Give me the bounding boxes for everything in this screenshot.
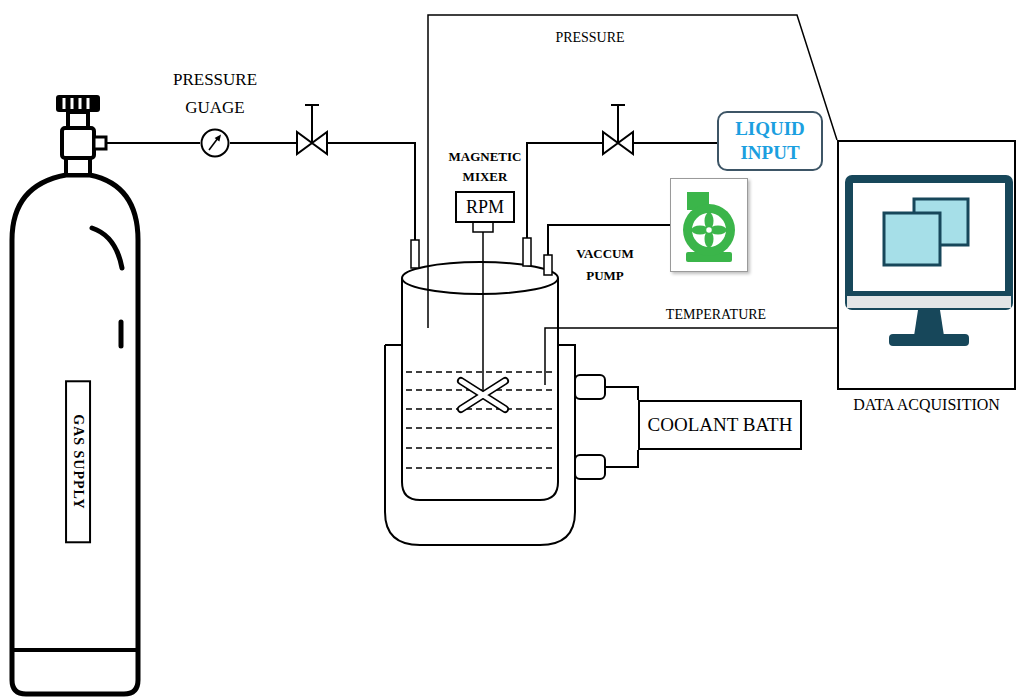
daq-label-holder: DATA ACQUISITION bbox=[853, 396, 1000, 414]
shaft-coupling bbox=[473, 222, 493, 232]
gas-cylinder-outline bbox=[10, 55, 145, 697]
coolant-pipes bbox=[605, 387, 638, 467]
coolant-bath-box: COOLANT BATH bbox=[638, 400, 802, 450]
mixer-label-holder: MAGNETIC MIXER bbox=[439, 147, 531, 187]
vacuum-pump-box: VACCUM PUMP bbox=[670, 178, 748, 272]
cylinder-knob bbox=[56, 95, 100, 112]
monitor-screen bbox=[853, 183, 1005, 291]
pump-casing bbox=[683, 204, 735, 256]
valve-stem bbox=[305, 105, 319, 143]
mixer-shaft bbox=[482, 232, 484, 395]
monitor-base bbox=[889, 334, 969, 346]
mixer-box: MAGNETIC MIXERRPM bbox=[455, 191, 515, 224]
outlet-pipe bbox=[106, 142, 145, 144]
coolant-bath-label: COOLANT BATH bbox=[648, 414, 793, 436]
cylinder-collar bbox=[66, 158, 90, 175]
temperature-signal-wire bbox=[545, 328, 837, 385]
gauge-label: PRESSURE GUAGE bbox=[160, 66, 270, 122]
signal-label-holder: TEMPERATURE bbox=[664, 307, 768, 323]
cylinder-outlet bbox=[94, 137, 106, 149]
gauge-label-holder: PRESSURE GUAGE bbox=[160, 66, 270, 122]
liquid-input-box: LIQUID INPUT bbox=[717, 111, 823, 171]
data-acquisition-box-outline bbox=[837, 140, 1016, 390]
lid-port bbox=[523, 238, 531, 266]
signal-label-holder: PRESSURE bbox=[553, 30, 626, 46]
gauge-dial bbox=[202, 130, 229, 157]
valve-symbol bbox=[618, 132, 633, 154]
pump-label: VACCUM PUMP bbox=[567, 243, 643, 287]
monitor-chin bbox=[847, 296, 1011, 308]
reactor-vessel bbox=[402, 278, 558, 500]
liquid-level-lines bbox=[406, 372, 554, 468]
pressure-gauge: PRESSURE GUAGE bbox=[200, 128, 230, 158]
gas-line bbox=[230, 143, 415, 240]
cylinder-band bbox=[12, 648, 138, 652]
impeller bbox=[461, 381, 505, 409]
gauge-needle bbox=[209, 138, 218, 150]
vacuum-pump-box-outline bbox=[670, 178, 748, 272]
gauge-needle-tip bbox=[215, 135, 221, 142]
valve-symbol bbox=[312, 132, 327, 154]
pressure-gauge-outline bbox=[200, 128, 230, 158]
daq-label: DATA ACQUISITION bbox=[853, 396, 1000, 414]
lid-port bbox=[411, 240, 419, 268]
liquid-input-label: LIQUID INPUT bbox=[725, 117, 815, 165]
pump-label-holder: VACCUM PUMP bbox=[567, 243, 643, 287]
cylinder-body bbox=[12, 175, 138, 694]
monitor-neck bbox=[914, 310, 944, 336]
pump-chamber bbox=[692, 213, 726, 247]
screen-window bbox=[884, 213, 940, 265]
cylinder-neck bbox=[68, 112, 88, 128]
pipe-connector bbox=[145, 142, 200, 144]
mixer-label: MAGNETIC MIXER bbox=[439, 147, 531, 187]
rpm-readout: RPM bbox=[466, 197, 504, 218]
valve-stem bbox=[611, 105, 625, 143]
knob-ridges bbox=[64, 98, 88, 109]
lid-port bbox=[544, 255, 552, 275]
pressure-signal-wire bbox=[428, 15, 837, 328]
cylinder-valve bbox=[62, 128, 94, 158]
signal-label: PRESSURE bbox=[553, 30, 626, 46]
monitor-frame bbox=[845, 175, 1013, 310]
gas-cylinder: GAS SUPPLY bbox=[10, 55, 145, 697]
signal-label: TEMPERATURE bbox=[664, 307, 768, 323]
cylinder-label-holder: GAS SUPPLY bbox=[64, 380, 90, 543]
valve-symbol bbox=[603, 132, 618, 154]
cylinder-label: GAS SUPPLY bbox=[64, 380, 90, 543]
coolant-port bbox=[575, 455, 605, 479]
cylinder-highlight bbox=[92, 228, 122, 268]
pump-hub bbox=[706, 227, 713, 234]
reactor-lid bbox=[402, 262, 558, 294]
coolant-port bbox=[575, 375, 605, 399]
impeller bbox=[461, 381, 505, 409]
cylinder-highlight bbox=[119, 322, 124, 346]
data-acquisition-box: DATA ACQUISITION bbox=[837, 140, 1016, 390]
valve-symbol bbox=[297, 132, 312, 154]
